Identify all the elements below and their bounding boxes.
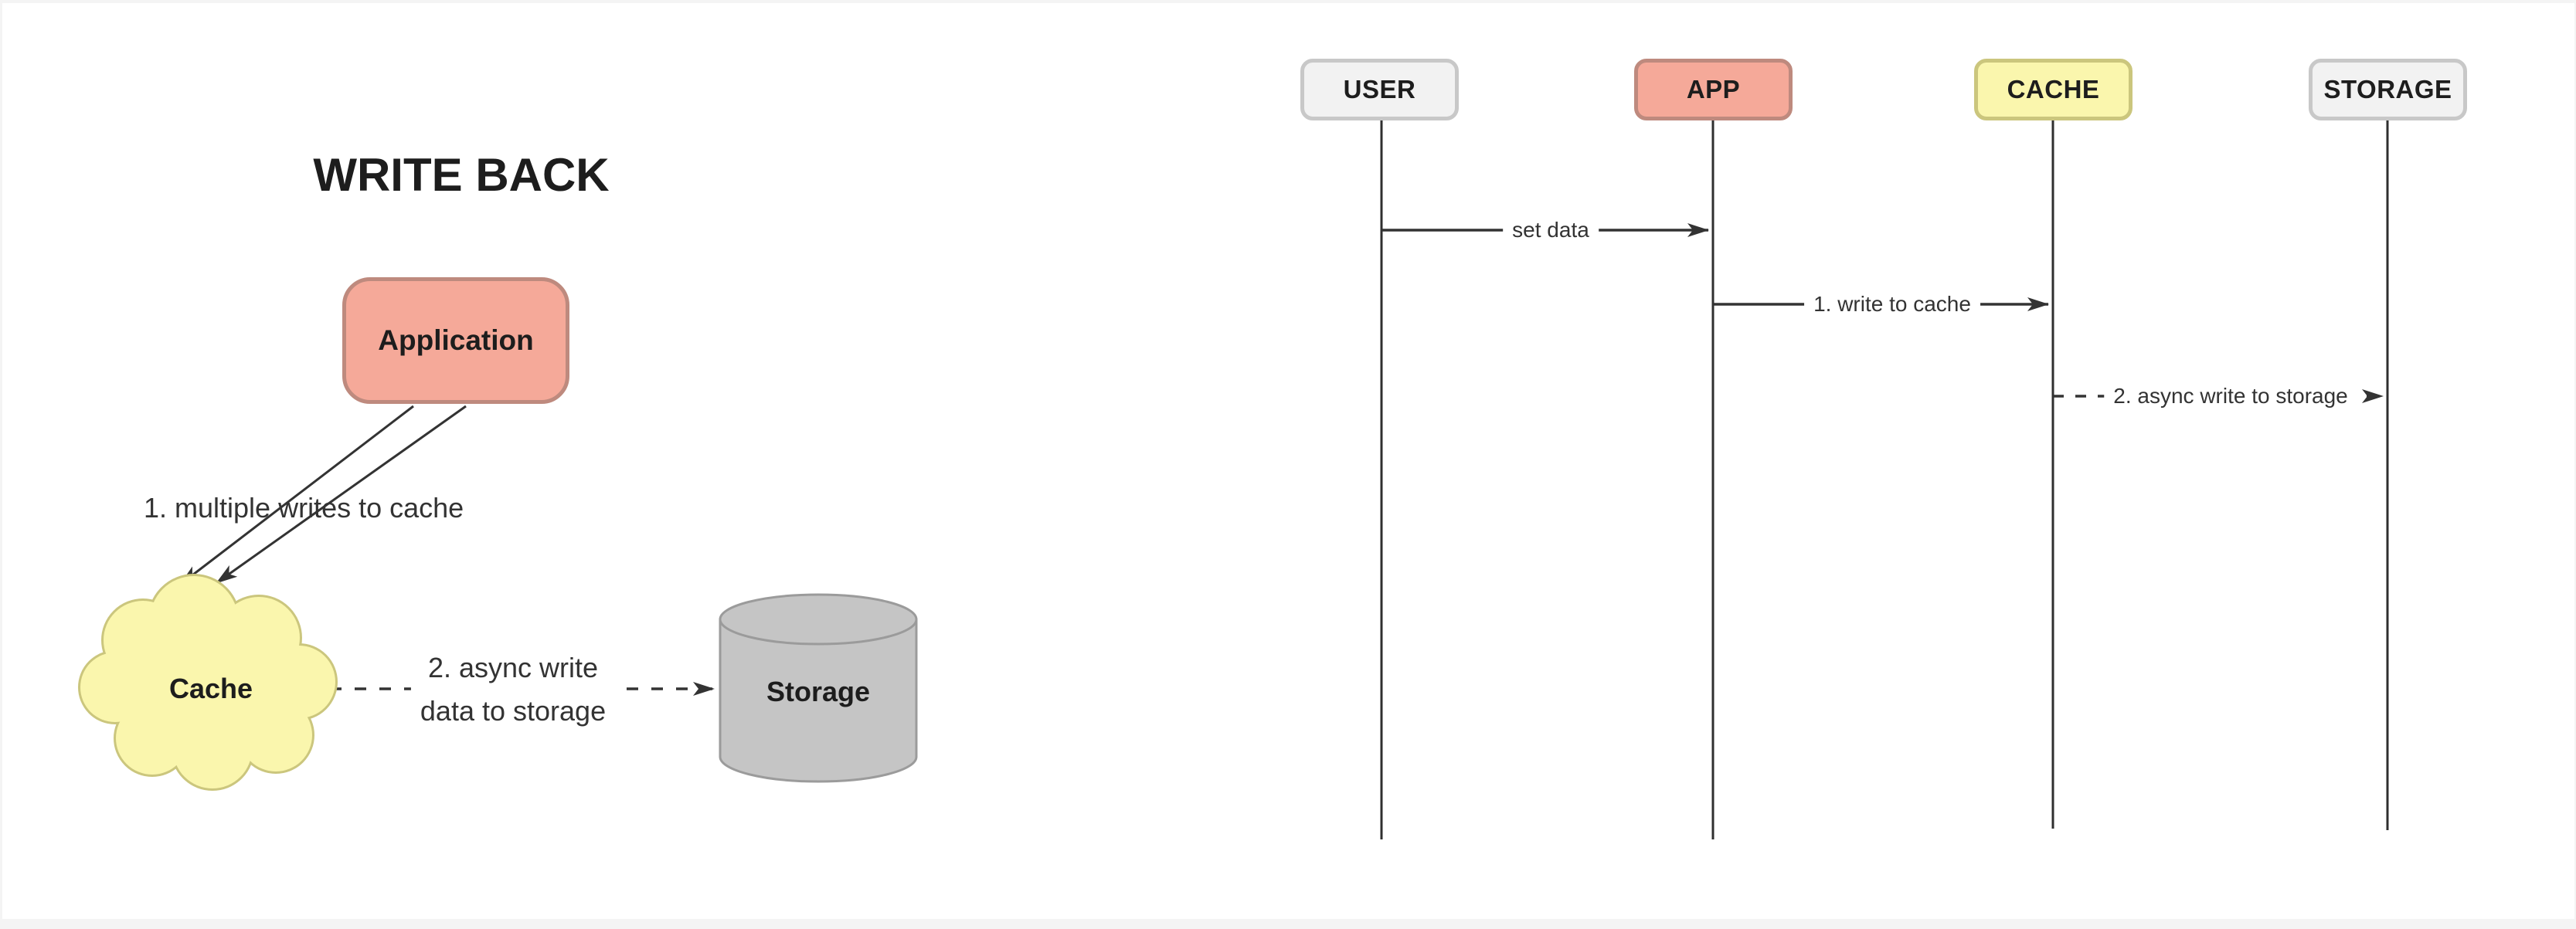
message-label-async-write-to-storage: 2. async write to storage	[2104, 382, 2357, 410]
edge-label-async-write: 2. async write data to storage	[411, 645, 615, 734]
edge-label-multiple-writes: 1. multiple writes to cache	[144, 492, 464, 524]
application-node-label: Application	[378, 324, 533, 357]
participant-cache: CACHE	[1974, 59, 2133, 120]
participant-user: USER	[1300, 59, 1459, 120]
participant-cache-label: CACHE	[2007, 75, 2100, 104]
diagram-shapes-layer	[2, 3, 2576, 929]
message-label-write-to-cache: 1. write to cache	[1804, 290, 1980, 318]
flow-diagram-title: WRITE BACK	[229, 148, 693, 202]
edge-label-async-write-line1: 2. async write	[420, 646, 606, 690]
participant-user-label: USER	[1344, 75, 1416, 104]
participant-storage: STORAGE	[2309, 59, 2467, 120]
participant-storage-label: STORAGE	[2323, 75, 2452, 104]
message-label-set-data: set data	[1503, 216, 1599, 244]
participant-app-label: APP	[1687, 75, 1740, 104]
cache-node-label: Cache	[169, 673, 253, 705]
diagram-canvas: WRITE BACK Application Cache Storage 1. …	[2, 3, 2574, 919]
edge-label-async-write-line2: data to storage	[420, 690, 606, 733]
storage-node-label: Storage	[766, 676, 870, 708]
application-node: Application	[342, 277, 569, 404]
participant-app: APP	[1634, 59, 1793, 120]
